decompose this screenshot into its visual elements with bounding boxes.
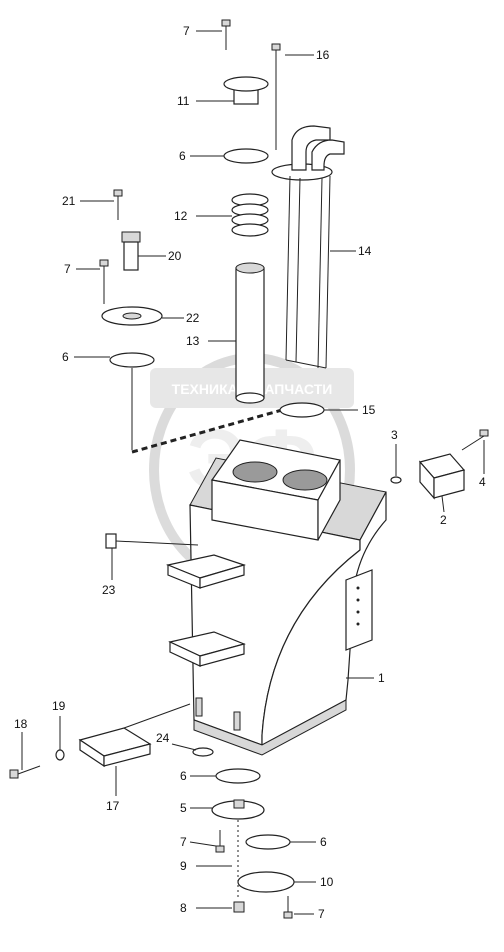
body-bottom-plate <box>193 699 347 756</box>
opening-left <box>232 461 278 483</box>
callout-6: 6 <box>179 149 186 163</box>
callout-6: 6 <box>320 835 327 849</box>
step-upper-side <box>199 564 245 589</box>
part-6-oring-bottom-a <box>215 768 261 784</box>
leader-lines <box>21 30 485 915</box>
part-11-cap <box>223 76 269 105</box>
callout-9: 9 <box>180 859 187 873</box>
callout-21: 21 <box>62 194 76 208</box>
part-5-nut <box>233 799 245 809</box>
callout-4: 4 <box>479 475 486 489</box>
bolt-18 <box>9 765 41 779</box>
callout-10: 10 <box>320 875 334 889</box>
bracket-holes <box>356 586 360 626</box>
callout-13: 13 <box>186 334 200 348</box>
body-side-face <box>261 491 387 747</box>
step-lower-side <box>199 643 245 667</box>
part-10-plate <box>237 871 295 893</box>
part-6-oring-bottom-b <box>245 834 291 850</box>
callout-labels: 7 16 11 6 12 21 14 20 7 22 13 6 15 3 4 2… <box>14 24 486 921</box>
callout-24: 24 <box>156 731 170 745</box>
callout-7: 7 <box>183 24 190 38</box>
callout-2: 2 <box>440 513 447 527</box>
flange-hole <box>122 312 142 320</box>
part-17-step <box>78 727 152 768</box>
body-side-bracket <box>345 569 373 651</box>
callout-8: 8 <box>180 901 187 915</box>
callout-3: 3 <box>391 428 398 442</box>
part-6-oring-top <box>223 148 269 164</box>
upper-block-side <box>317 459 341 541</box>
callout-12: 12 <box>174 209 188 223</box>
callout-7: 7 <box>64 262 71 276</box>
callout-6: 6 <box>62 350 69 364</box>
slot-left <box>195 697 203 717</box>
part-1-frame-body <box>165 439 387 756</box>
part-8-drain-plug <box>233 901 245 913</box>
bolt-7-bottom-right <box>283 896 293 919</box>
callout-22: 22 <box>186 311 200 325</box>
callout-7: 7 <box>318 907 325 921</box>
bolt-4 <box>461 429 489 451</box>
callout-20: 20 <box>168 249 182 263</box>
part-15-oring <box>279 402 325 418</box>
callout-19: 19 <box>52 699 66 713</box>
callout-23: 23 <box>102 583 116 597</box>
part-13-tube <box>235 262 265 404</box>
part-3-washer <box>390 476 402 484</box>
slot-right <box>233 711 241 731</box>
part-23-clip <box>105 533 117 549</box>
bolt-16 <box>271 43 281 150</box>
part-14-pipe-assembly <box>271 125 345 369</box>
callout-16: 16 <box>316 48 330 62</box>
bolt-7-left <box>99 259 109 304</box>
callout-17: 17 <box>106 799 120 813</box>
part-6-oring-left <box>109 352 155 368</box>
bolt-21 <box>113 189 123 220</box>
part-12-spring <box>231 193 269 237</box>
bolt-7-bottom-left <box>215 830 225 853</box>
tube-top <box>235 262 265 274</box>
callout-6: 6 <box>180 769 187 783</box>
callout-11: 11 <box>177 94 190 108</box>
tube-body <box>235 267 265 399</box>
callout-18: 18 <box>14 717 28 731</box>
part-20-plug <box>121 231 141 271</box>
callout-15: 15 <box>362 403 376 417</box>
callout-5: 5 <box>180 801 187 815</box>
callout-7: 7 <box>180 835 187 849</box>
tube-bottom <box>235 392 265 404</box>
part-2-bracket <box>418 453 466 500</box>
dashed-cable <box>131 408 283 454</box>
part-24-grommet <box>192 747 214 757</box>
bolt-7-top <box>221 19 231 50</box>
part-19-washer <box>55 749 65 761</box>
callout-1: 1 <box>378 671 385 685</box>
opening-right <box>282 469 328 491</box>
callout-14: 14 <box>358 244 372 258</box>
pipe-elbow-right <box>311 139 345 171</box>
